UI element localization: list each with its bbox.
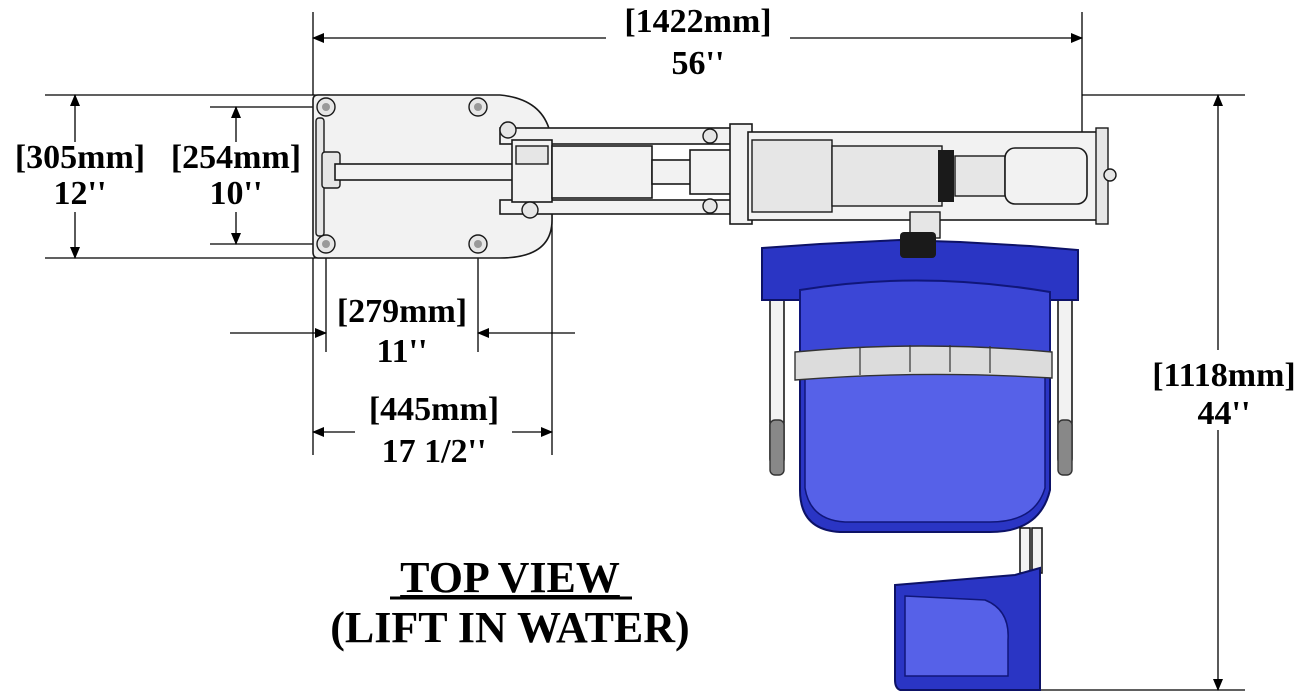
- overall-length-metric: [1422mm]: [624, 3, 771, 40]
- bolt-spacing-imperial: 11'': [376, 333, 427, 370]
- seat-strap: [794, 345, 1053, 381]
- bolt-width-metric: [254mm]: [171, 139, 301, 176]
- extension-lines: [45, 12, 1245, 691]
- title-line-2: (LIFT IN WATER): [330, 603, 689, 652]
- base-width-imperial: 12'': [54, 175, 107, 212]
- arm-assembly: [334, 121, 1117, 239]
- bolt-width-imperial: 10'': [210, 175, 263, 212]
- base-width-metric: [305mm]: [15, 139, 145, 176]
- bolt-spacing-metric: [279mm]: [337, 293, 467, 330]
- overall-depth-metric: [1118mm]: [1152, 357, 1296, 394]
- base-length-imperial: 17 1/2'': [382, 433, 487, 470]
- bolt-holes: [316, 97, 488, 254]
- view-title: TOP VIEW (LIFT IN WATER): [330, 553, 689, 652]
- dimension-lines: [70, 33, 1223, 691]
- overall-length-imperial: 56'': [672, 45, 725, 82]
- overall-depth-imperial: 44'': [1198, 395, 1251, 432]
- title-line-1: TOP VIEW: [400, 553, 620, 602]
- seat: [761, 232, 1079, 533]
- footrest: [894, 527, 1043, 691]
- base-length-metric: [445mm]: [369, 391, 499, 428]
- dimension-labels: [1422mm] 56'' [305mm] 12'' [254mm] 10'' …: [15, 3, 1296, 470]
